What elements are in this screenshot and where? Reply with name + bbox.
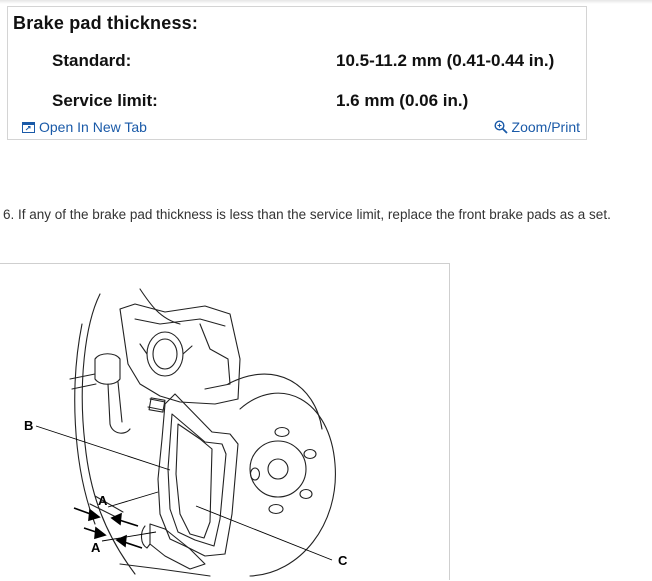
zoom-print-link[interactable]: Zoom/Print	[494, 119, 580, 135]
spec-row-standard: Standard: 10.5-11.2 mm (0.41-0.44 in.)	[8, 51, 586, 75]
spec-value-service-limit: 1.6 mm (0.06 in.)	[336, 91, 469, 110]
zoom-print-label: Zoom/Print	[511, 119, 580, 135]
top-divider	[0, 0, 652, 4]
brake-pad-figure: B A A C	[0, 263, 450, 580]
spec-row-service-limit: Service limit: 1.6 mm (0.06 in.)	[8, 91, 586, 115]
callout-c: C	[338, 553, 348, 568]
spec-value-standard: 10.5-11.2 mm (0.41-0.44 in.)	[336, 51, 555, 70]
spec-title: Brake pad thickness:	[13, 13, 199, 33]
zoom-icon	[494, 120, 508, 134]
open-in-new-tab-label: Open In New Tab	[39, 119, 147, 135]
spec-label-standard: Standard:	[52, 51, 132, 70]
spec-table: Brake pad thickness: Standard: 10.5-11.2…	[7, 6, 587, 140]
spec-label-service-limit: Service limit:	[52, 91, 158, 110]
callout-a-upper: A	[98, 493, 108, 508]
step-6-instruction: 6. If any of the brake pad thickness is …	[3, 207, 611, 222]
open-in-new-tab-link[interactable]: Open In New Tab	[22, 119, 147, 135]
brake-assembly-illustration: B A A C	[24, 288, 348, 577]
callout-a-lower: A	[91, 540, 101, 555]
open-in-new-tab-icon	[22, 121, 35, 133]
callout-b: B	[24, 418, 33, 433]
